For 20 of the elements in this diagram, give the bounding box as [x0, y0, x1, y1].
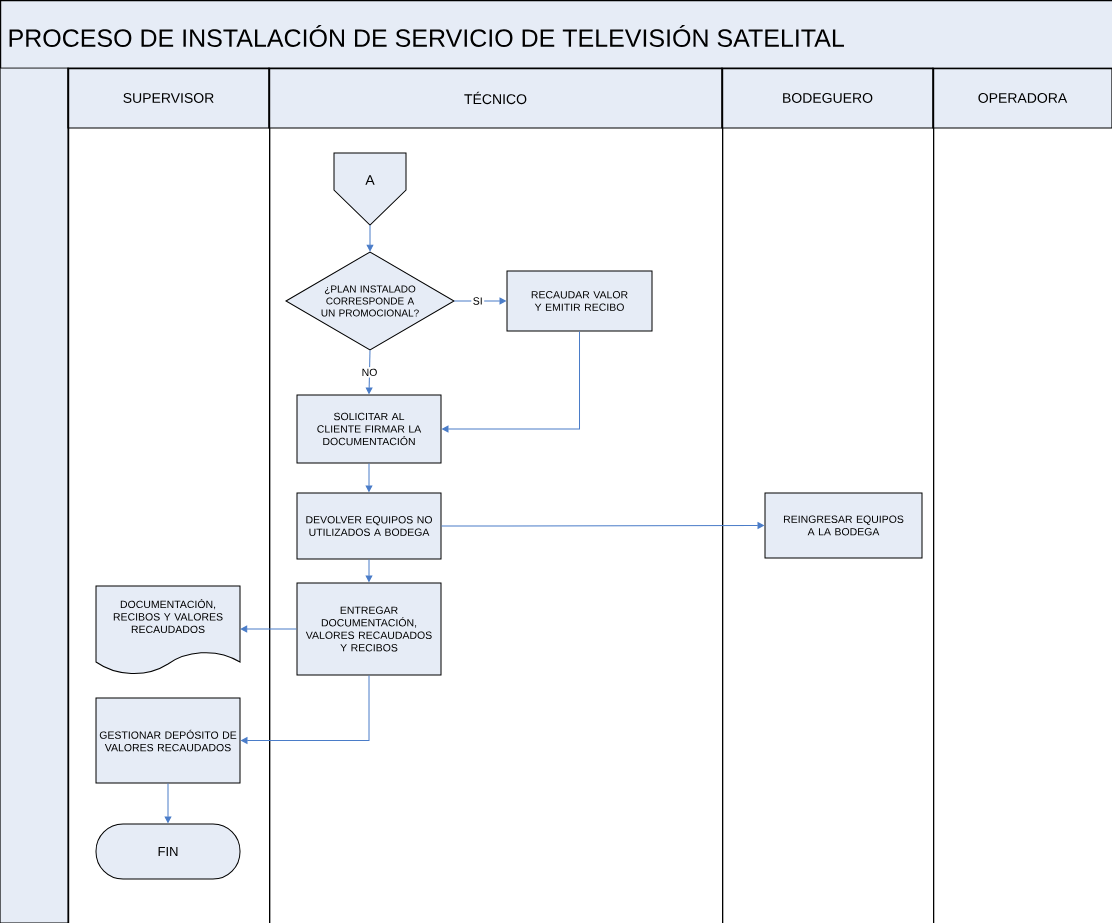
arrow — [442, 331, 580, 433]
process-box: GESTIONAR DEPÓSITO DE VALORES RECAUDADOS — [95, 697, 241, 784]
process-box: REINGRESAR EQUIPOS A LA BODEGA — [764, 492, 923, 559]
arrow — [366, 224, 374, 252]
arrow — [241, 675, 370, 744]
off-page-connector: A — [333, 152, 407, 226]
process-box: ENTREGAR DOCUMENTACIÓN, VALORES RECAUDADOS Y RECIBOS — [296, 582, 442, 676]
arrow — [441, 522, 764, 529]
edge-label: NO — [360, 367, 379, 378]
arrow — [365, 559, 373, 582]
process-box: RECAUDAR VALOR Y EMITIR RECIBO — [506, 270, 653, 332]
process-box: DEVOLVER EQUIPOS NO UTILIZADOS A BODEGA — [296, 492, 442, 560]
arrow — [365, 463, 373, 492]
arrow — [240, 625, 297, 633]
edge-label: SI — [471, 295, 485, 307]
arrow — [164, 783, 172, 823]
process-box: SOLICITAR AL CLIENTE FIRMAR LA DOCUMENTACIÓN — [296, 394, 442, 464]
swimlane: OPERADORA — [932, 67, 1112, 923]
arrow — [453, 297, 506, 305]
arrow — [365, 349, 373, 394]
